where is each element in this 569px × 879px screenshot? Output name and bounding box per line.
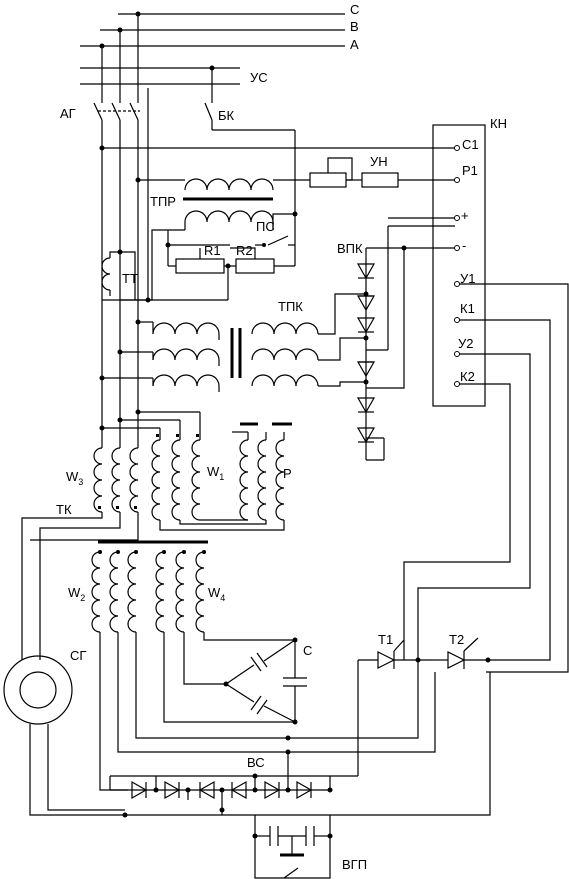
label-phase-b: B [350, 19, 359, 34]
label-r2: R2 [236, 243, 253, 258]
label-k1: К1 [460, 301, 475, 316]
transformer-tpr [135, 177, 310, 230]
label-k2: К2 [460, 369, 475, 384]
transformer-tpk [99, 293, 366, 392]
label-tt: ТТ [122, 271, 138, 286]
label-us: УС [250, 70, 268, 85]
label-un: УН [370, 154, 388, 169]
label-phase-a: A [350, 37, 359, 52]
kn-terminals [403, 281, 569, 673]
label-tk: ТК [56, 502, 72, 517]
label-w2: W2 [68, 585, 85, 603]
label-w4: W4 [208, 585, 225, 603]
resistors-r1-r2 [102, 211, 298, 301]
kn-block [432, 124, 486, 407]
label-c: С [303, 643, 312, 658]
label-u2: У2 [458, 336, 474, 351]
label-r1-terminal: Р1 [462, 163, 478, 178]
windings-bottom [91, 540, 436, 791]
label-kn: КН [490, 116, 507, 131]
label-sg: СГ [70, 648, 86, 663]
label-vgp: ВГП [342, 857, 367, 872]
contact-bk [204, 102, 296, 214]
label-t2: Т2 [449, 632, 464, 647]
label-tpk: ТПК [278, 299, 303, 314]
label-w3: W3 [66, 469, 83, 487]
label-vs: ВС [247, 755, 265, 770]
label-vpk: ВПК [337, 241, 363, 256]
capacitor-bank-c [223, 637, 307, 725]
label-t1: Т1 [378, 632, 393, 647]
label-plus: + [461, 208, 469, 223]
generator-sg [3, 512, 491, 816]
wire-c1 [99, 145, 460, 151]
bus-drops [101, 14, 213, 103]
rectifier-vs [109, 735, 358, 818]
label-ps: ПС [256, 219, 275, 234]
transformer-tt [101, 88, 151, 303]
thyristors [288, 637, 491, 776]
label-u1: У1 [460, 271, 476, 286]
windings-top [93, 409, 292, 531]
label-r1: R1 [204, 243, 221, 258]
label-p: Р [283, 466, 292, 481]
un-regulator [309, 157, 460, 188]
capacitor-vgp [252, 815, 333, 879]
label-w1: W1 [207, 464, 224, 482]
label-minus: - [462, 238, 466, 253]
label-tpr: ТПР [150, 194, 176, 209]
label-c1: С1 [462, 137, 479, 152]
label-ag: АГ [60, 106, 76, 121]
label-bk: БК [218, 108, 235, 123]
label-phase-c: C [350, 2, 359, 17]
rectifier-vpk [356, 215, 460, 461]
